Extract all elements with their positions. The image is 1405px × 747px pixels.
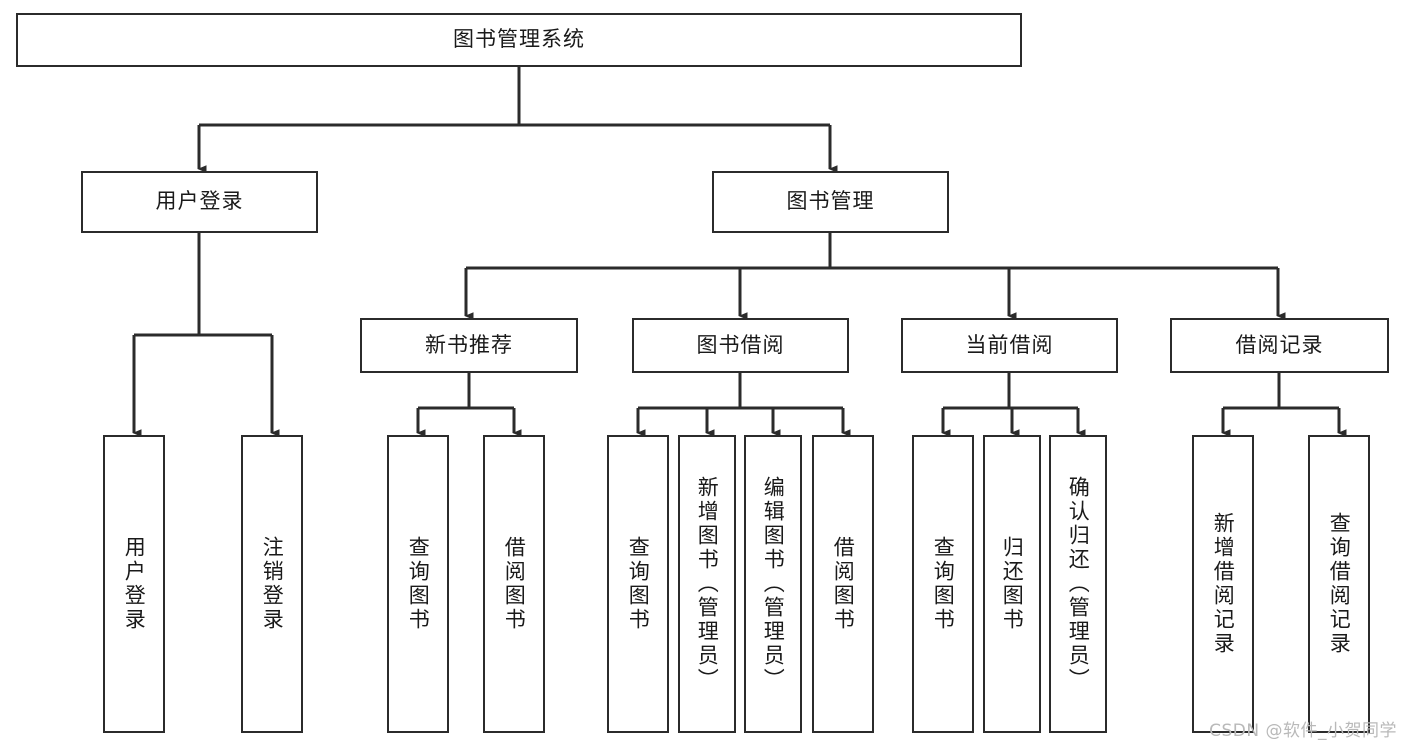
node-label: 用户登录 [122, 536, 147, 632]
node-leaf-query-book-3[interactable]: 查询图书 [912, 435, 974, 733]
node-label: 图书借阅 [696, 332, 785, 357]
node-leaf-query-book-1[interactable]: 查询图书 [387, 435, 449, 733]
node-label: 当前借阅 [965, 332, 1054, 357]
node-label: 借阅图书 [831, 536, 856, 632]
watermark-text: CSDN @软件_小贺同学 [1209, 721, 1397, 741]
node-leaf-confirm-return[interactable]: 确认归还（管理员） [1049, 435, 1107, 733]
node-user-login[interactable]: 用户登录 [81, 171, 318, 233]
node-book-manage[interactable]: 图书管理 [712, 171, 949, 233]
node-label: 查询图书 [406, 536, 431, 632]
node-label: 归还图书 [1000, 536, 1025, 632]
node-label: 新书推荐 [425, 332, 513, 357]
node-label: 查询图书 [931, 536, 956, 632]
node-leaf-borrow-book-2[interactable]: 借阅图书 [812, 435, 874, 733]
node-label: 借阅图书 [502, 536, 527, 632]
node-label: 借阅记录 [1235, 332, 1324, 357]
node-label: 图书管理 [786, 189, 875, 214]
node-label: 确认归还（管理员） [1066, 476, 1091, 692]
node-label: 查询借阅记录 [1327, 512, 1352, 656]
node-book-borrow[interactable]: 图书借阅 [632, 318, 849, 373]
node-leaf-user-logout[interactable]: 注销登录 [241, 435, 303, 733]
node-label: 用户登录 [155, 189, 244, 214]
node-new-book-recommend[interactable]: 新书推荐 [360, 318, 578, 373]
node-leaf-return-book[interactable]: 归还图书 [983, 435, 1041, 733]
node-label: 注销登录 [260, 536, 285, 632]
node-label: 新增借阅记录 [1211, 512, 1236, 656]
node-label: 编辑图书（管理员） [761, 476, 786, 692]
node-borrow-record[interactable]: 借阅记录 [1170, 318, 1389, 373]
node-leaf-user-login[interactable]: 用户登录 [103, 435, 165, 733]
node-root[interactable]: 图书管理系统 [16, 13, 1022, 67]
node-leaf-borrow-book-1[interactable]: 借阅图书 [483, 435, 545, 733]
node-leaf-query-record[interactable]: 查询借阅记录 [1308, 435, 1370, 733]
node-current-borrow[interactable]: 当前借阅 [901, 318, 1118, 373]
node-label: 新增图书（管理员） [695, 476, 720, 692]
node-leaf-add-record[interactable]: 新增借阅记录 [1192, 435, 1254, 733]
node-label: 查询图书 [626, 536, 651, 632]
node-label: 图书管理系统 [453, 27, 585, 52]
node-leaf-edit-book[interactable]: 编辑图书（管理员） [744, 435, 802, 733]
node-leaf-query-book-2[interactable]: 查询图书 [607, 435, 669, 733]
node-leaf-add-book[interactable]: 新增图书（管理员） [678, 435, 736, 733]
